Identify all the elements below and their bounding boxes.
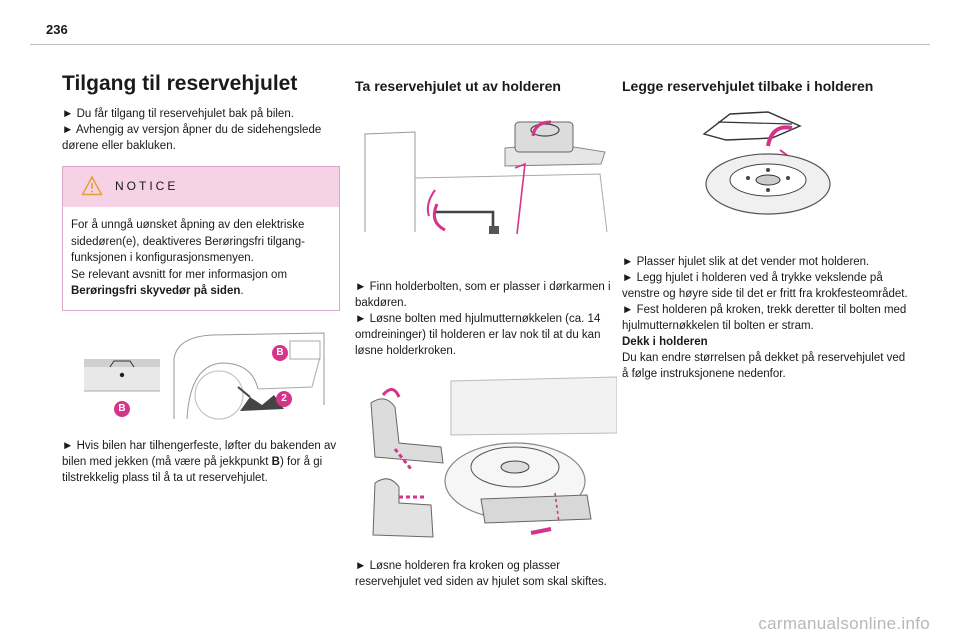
jack-point-label: B	[271, 455, 280, 468]
remove-step-1: ► Finn holderbolten, som er plasser i dø…	[355, 281, 611, 309]
wheel-holder-illustration	[702, 111, 831, 215]
replace-step-3: ► Fest holderen på kroken, trekk derette…	[622, 304, 907, 332]
bolt-illustration	[364, 120, 608, 235]
tyre-subhead: Dekk i holderen	[622, 334, 914, 350]
remove-step-3: ► Løsne holderen fra kroken og plasser r…	[355, 560, 607, 588]
column-remove: Ta reservehjulet ut av holderen ► Finn h…	[355, 72, 618, 590]
notice-title: NOTICE	[115, 179, 179, 193]
section-title-replace: Legge reservehjulet tilbake i holderen	[622, 78, 874, 94]
notice-header: NOTICE	[63, 167, 339, 207]
section-title-remove: Ta reservehjulet ut av holderen	[355, 78, 561, 94]
callout-two: 2	[276, 390, 292, 407]
page-number: 236	[46, 22, 68, 37]
notice-body: For å unngå uønsket åpning av den elektr…	[63, 207, 339, 310]
jack-step-text: ► Hvis bilen har tilhengerfeste, løfter …	[62, 439, 337, 468]
remove-step-2: ► Løsne bolten med hjulmutternøkkelen (c…	[355, 313, 601, 357]
column-replace: Legge reservehjulet tilbake i holderen ►…	[622, 72, 914, 382]
section-title-access: Tilgang til reservehjulet	[62, 72, 298, 95]
header-rule	[30, 44, 930, 45]
notice-bold-link: Berøringsfri skyvedør på siden	[71, 285, 241, 297]
jack-step-end: ) for å gi tilstrekkelig plass til å ta …	[62, 455, 323, 484]
tyre-text: Du kan endre størrelsen på dekket på res…	[622, 352, 906, 380]
replace-step-1: ► Plasser hjulet slik at det vender mot …	[622, 256, 870, 268]
column-access: Tilgang til reservehjulet ► Du får tilga…	[62, 72, 340, 486]
jack-figure: B 2 B	[62, 329, 340, 424]
notice-text-end: .	[240, 285, 244, 297]
intro-line-2: ► Avhengig av versjon åpner du de sidehe…	[62, 124, 322, 152]
watermark: carmanualsonline.info	[758, 614, 930, 633]
tyre-subhead-text: Dekk i holderen	[622, 336, 708, 348]
intro-line-1: ► Du får tilgang til reservehjulet bak p…	[62, 108, 294, 120]
notice-box: NOTICE For å unngå uønsket åpning av den…	[62, 166, 340, 311]
replace-step-2: ► Legg hjulet i holderen ved å trykke ve…	[622, 272, 908, 300]
notice-text-2: Se relevant avsnitt for mer informasjon …	[71, 268, 288, 281]
jack-illustration	[84, 331, 325, 419]
jack-step: ► Hvis bilen har tilhengerfeste, løfter …	[62, 438, 340, 486]
hook-illustration	[370, 376, 618, 538]
notice-text-1: For å unngå uønsket åpning av den elektr…	[71, 219, 305, 264]
callout-b-left: B	[114, 400, 130, 417]
callout-b-top: B	[272, 344, 288, 361]
warning-triangle-icon	[81, 175, 103, 196]
